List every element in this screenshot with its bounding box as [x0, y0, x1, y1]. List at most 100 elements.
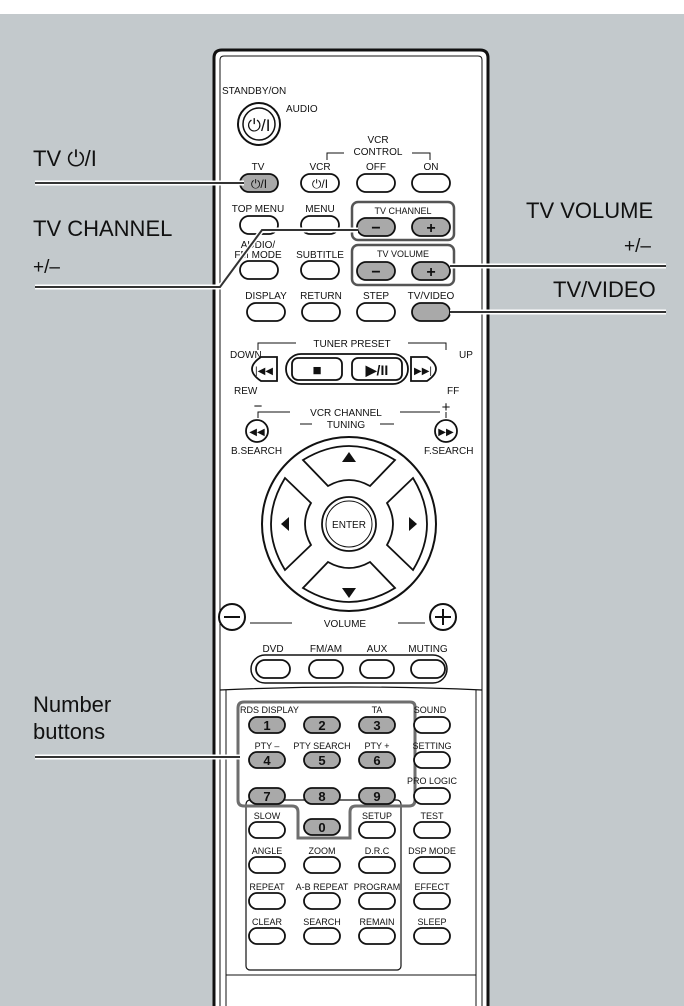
number-4-button[interactable]: 4 [248, 751, 286, 769]
sound-label: SOUND [414, 705, 447, 715]
drc-button[interactable] [358, 856, 396, 874]
b-search-button[interactable]: ◀◀ [245, 419, 269, 443]
dpad-up[interactable] [301, 445, 397, 488]
play-pause-icon: ▶/II [365, 362, 388, 378]
pty-search-label: PTY SEARCH [293, 741, 350, 751]
down-label: DOWN [230, 350, 262, 361]
number-3-button[interactable]: 3 [358, 716, 396, 734]
plus-icon: + [426, 220, 435, 237]
standby-on-label: STANDBY/ON [222, 86, 286, 97]
rew-label: REW [234, 386, 258, 397]
callout-lines [35, 180, 666, 760]
tv-channel-minus-button[interactable]: − [356, 217, 396, 237]
setting-label: SETTING [412, 741, 451, 751]
number-7-button[interactable]: 7 [248, 787, 286, 805]
play-pause-button[interactable]: ▶/II [351, 357, 403, 381]
number-6-button[interactable]: 6 [358, 751, 396, 769]
callout-number-line2: buttons [33, 719, 106, 744]
dvd-button[interactable] [255, 659, 291, 679]
muting-button[interactable] [410, 659, 446, 679]
number-0-button[interactable]: 0 [303, 818, 341, 836]
volume-down-button[interactable] [218, 603, 246, 631]
vcr-control-label: CONTROL [354, 147, 403, 158]
angle-button[interactable] [248, 856, 286, 874]
tv-volume-plus-button[interactable]: + [411, 261, 451, 281]
dsp-mode-button[interactable] [413, 856, 451, 874]
ff-button[interactable]: ▶▶| [410, 356, 437, 382]
callout-number-line1: Number [33, 692, 112, 717]
standby-button[interactable]: ⏻/I [237, 102, 281, 146]
dpad-right[interactable] [385, 476, 428, 572]
volume-up-button[interactable] [429, 603, 457, 631]
plus-icon: + [426, 264, 435, 281]
aux-button[interactable] [359, 659, 395, 679]
pro-logic-button[interactable] [413, 787, 451, 805]
program-button[interactable] [358, 892, 396, 910]
test-label: TEST [420, 811, 444, 821]
number-1-button[interactable]: 1 [248, 716, 286, 734]
audio-fm-label-1: AUDIO/ [241, 240, 276, 251]
pty-plus-label: PTY + [364, 741, 389, 751]
sleep-button[interactable] [413, 927, 451, 945]
subtitle-button[interactable] [300, 260, 340, 280]
vcr-control-top-label: VCR [367, 135, 388, 146]
ab-repeat-button[interactable] [303, 892, 341, 910]
number-2-button[interactable]: 2 [303, 716, 341, 734]
remain-button[interactable] [358, 927, 396, 945]
setup-label: SETUP [362, 811, 392, 821]
volume-label: VOLUME [324, 619, 367, 630]
enter-button[interactable]: ENTER [321, 496, 377, 552]
pty-minus-label: PTY – [255, 741, 280, 751]
callout-tv-video: TV/VIDEO [553, 277, 656, 302]
arrow-right-icon [409, 517, 417, 531]
number-9-button[interactable]: 9 [358, 787, 396, 805]
setting-button[interactable] [413, 751, 451, 769]
test-button[interactable] [413, 821, 451, 839]
step-button[interactable] [356, 302, 396, 322]
dpad-left[interactable] [270, 476, 313, 572]
search-label: SEARCH [303, 917, 341, 927]
f-search-label: F.SEARCH [424, 446, 473, 457]
f-search-button[interactable]: ▶▶ [434, 419, 458, 443]
repeat-label: REPEAT [249, 882, 285, 892]
tv-video-button[interactable] [411, 302, 451, 322]
dpad-down[interactable] [301, 560, 397, 603]
plus-icon: + [442, 399, 451, 416]
display-button[interactable] [246, 302, 286, 322]
vcr-power-button[interactable]: ⏻/I [300, 173, 340, 193]
digit-label: 2 [318, 718, 325, 733]
fm-am-button[interactable] [308, 659, 344, 679]
tv-power-button[interactable]: ⏻/I [239, 173, 279, 193]
slow-button[interactable] [248, 821, 286, 839]
dsp-mode-label: DSP MODE [408, 846, 456, 856]
clear-button[interactable] [248, 927, 286, 945]
tv-volume-minus-button[interactable]: − [356, 261, 396, 281]
repeat-button[interactable] [248, 892, 286, 910]
effect-label: EFFECT [415, 882, 451, 892]
vcr-on-button[interactable] [411, 173, 451, 193]
digit-label: 7 [263, 789, 270, 804]
return-button[interactable] [301, 302, 341, 322]
sleep-label: SLEEP [417, 917, 446, 927]
program-label: PROGRAM [354, 882, 401, 892]
slow-label: SLOW [254, 811, 281, 821]
sound-button[interactable] [413, 716, 451, 734]
number-5-button[interactable]: 5 [303, 751, 341, 769]
rew-button[interactable]: |◀◀ [251, 356, 278, 382]
vcr-off-button[interactable] [356, 173, 396, 193]
setup-button[interactable] [358, 821, 396, 839]
tv-channel-plus-button[interactable]: + [411, 217, 451, 237]
aux-label: AUX [367, 644, 388, 655]
zoom-button[interactable] [303, 856, 341, 874]
minus-icon: − [371, 264, 380, 281]
search-button[interactable] [303, 927, 341, 945]
muting-label: MUTING [408, 644, 448, 655]
stop-button[interactable]: ■ [291, 357, 343, 381]
ab-repeat-label: A-B REPEAT [296, 882, 349, 892]
effect-button[interactable] [413, 892, 451, 910]
top-band [0, 0, 684, 14]
number-8-button[interactable]: 8 [303, 787, 341, 805]
audio-fm-mode-button[interactable] [239, 260, 279, 280]
